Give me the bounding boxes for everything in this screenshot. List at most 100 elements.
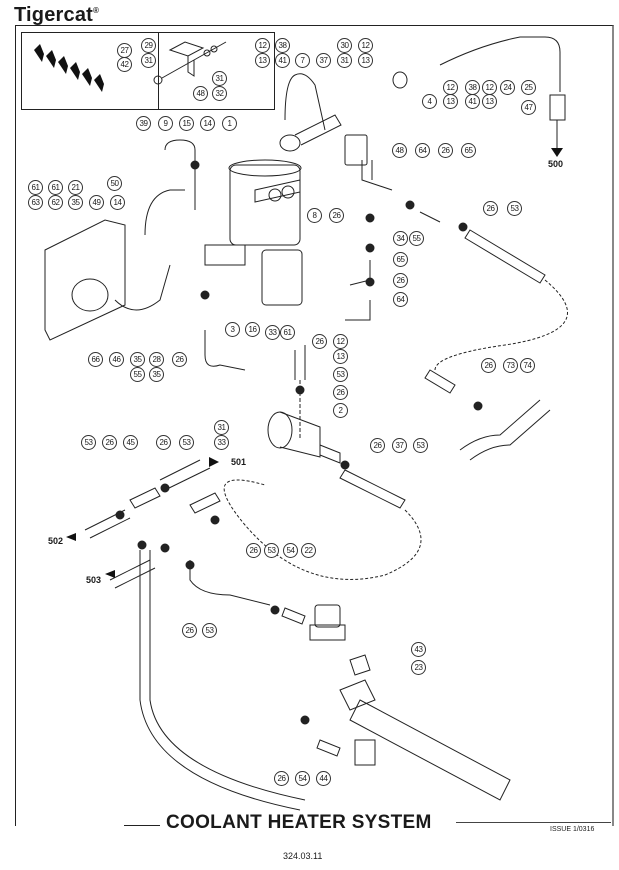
title-rule-right — [456, 822, 611, 823]
callout-12: 12 — [358, 38, 373, 53]
callout-55: 55 — [409, 231, 424, 246]
flow-arrow-503 — [105, 570, 115, 578]
flow-arrow-500 — [551, 148, 563, 157]
flow-arrow-501 — [209, 457, 219, 467]
flow-label-502: 502 — [48, 536, 64, 546]
callout-12: 12 — [255, 38, 270, 53]
callout-23: 23 — [411, 660, 426, 675]
callout-26: 26 — [393, 273, 408, 288]
callout-30: 30 — [337, 38, 352, 53]
exhaust-pipe-part — [114, 139, 196, 311]
callout-25: 25 — [521, 80, 536, 95]
callout-54: 54 — [283, 543, 298, 558]
flow-label-500: 500 — [548, 159, 564, 169]
callout-31: 31 — [214, 420, 229, 435]
callout-46: 46 — [109, 352, 124, 367]
callout-35: 35 — [130, 352, 145, 367]
callout-12: 12 — [333, 334, 348, 349]
callout-14: 14 — [110, 195, 125, 210]
callout-53: 53 — [413, 438, 428, 453]
callout-13: 13 — [358, 53, 373, 68]
callout-24: 24 — [500, 80, 515, 95]
callout-15: 15 — [179, 116, 194, 131]
callout-14: 14 — [200, 116, 215, 131]
callout-61: 61 — [280, 325, 295, 340]
trademark-symbol: ® — [93, 6, 100, 15]
callout-26: 26 — [312, 334, 327, 349]
callout-22: 22 — [301, 543, 316, 558]
tee-fittings-part — [84, 459, 306, 811]
flow-arrow-502 — [66, 533, 76, 541]
callout-53: 53 — [333, 367, 348, 382]
page-number: 324.03.11 — [283, 851, 323, 861]
callout-35: 35 — [68, 195, 83, 210]
callout-53: 53 — [81, 435, 96, 450]
callout-26: 26 — [102, 435, 117, 450]
callout-9: 9 — [158, 116, 173, 131]
solenoid-valve-part — [281, 604, 346, 641]
callout-33: 33 — [214, 435, 229, 450]
issue-label: ISSUE 1/0316 — [550, 826, 595, 833]
heater-unit-part — [204, 159, 303, 306]
callout-48: 48 — [193, 86, 208, 101]
inset-bracket-part — [153, 41, 227, 85]
callout-28: 28 — [149, 352, 164, 367]
callout-21: 21 — [68, 180, 83, 195]
callout-13: 13 — [333, 349, 348, 364]
callout-54: 54 — [295, 771, 310, 786]
flow-label-501: 501 — [231, 457, 247, 467]
callout-55: 55 — [130, 367, 145, 382]
brand-name: Tigercat — [14, 4, 94, 26]
callout-42: 42 — [117, 57, 132, 72]
callout-32: 32 — [212, 86, 227, 101]
callout-8: 8 — [307, 208, 322, 223]
callout-74: 74 — [520, 358, 535, 373]
callout-65: 65 — [461, 143, 476, 158]
clamp-strip-part — [34, 44, 104, 92]
callout-26: 26 — [483, 201, 498, 216]
callout-3: 3 — [225, 322, 240, 337]
callout-62: 62 — [48, 195, 63, 210]
callout-53: 53 — [507, 201, 522, 216]
hose-clamps-part — [115, 160, 483, 725]
callout-37: 37 — [316, 53, 331, 68]
callout-73: 73 — [503, 358, 518, 373]
callout-7: 7 — [295, 53, 310, 68]
callout-43: 43 — [411, 642, 426, 657]
callout-13: 13 — [443, 94, 458, 109]
callout-38: 38 — [465, 80, 480, 95]
mounting-plate-part — [44, 219, 126, 341]
callout-53: 53 — [179, 435, 194, 450]
circulation-pump-part — [204, 330, 422, 580]
diagram-title: COOLANT HEATER SYSTEM — [166, 812, 432, 833]
callout-33: 33 — [265, 325, 280, 340]
inset-divider — [158, 33, 159, 109]
callout-12: 12 — [443, 80, 458, 95]
callout-26: 26 — [182, 623, 197, 638]
callout-61: 61 — [48, 180, 63, 195]
title-rule-left — [124, 825, 160, 826]
callout-34: 34 — [393, 231, 408, 246]
callout-35: 35 — [149, 367, 164, 382]
callout-48: 48 — [392, 143, 407, 158]
callout-27: 27 — [117, 43, 132, 58]
callout-41: 41 — [465, 94, 480, 109]
fuel-pump-part — [279, 36, 566, 166]
callout-26: 26 — [329, 208, 344, 223]
callout-45: 45 — [123, 435, 138, 450]
callout-26: 26 — [156, 435, 171, 450]
callout-13: 13 — [482, 94, 497, 109]
callout-26: 26 — [370, 438, 385, 453]
diagram-frame — [15, 25, 614, 826]
callout-26: 26 — [333, 385, 348, 400]
callout-41: 41 — [275, 53, 290, 68]
callout-50: 50 — [107, 176, 122, 191]
callout-2: 2 — [333, 403, 348, 418]
callout-64: 64 — [393, 292, 408, 307]
callout-53: 53 — [264, 543, 279, 558]
callout-29: 29 — [141, 38, 156, 53]
flow-label-503: 503 — [86, 575, 102, 585]
callout-4: 4 — [422, 94, 437, 109]
callout-26: 26 — [481, 358, 496, 373]
